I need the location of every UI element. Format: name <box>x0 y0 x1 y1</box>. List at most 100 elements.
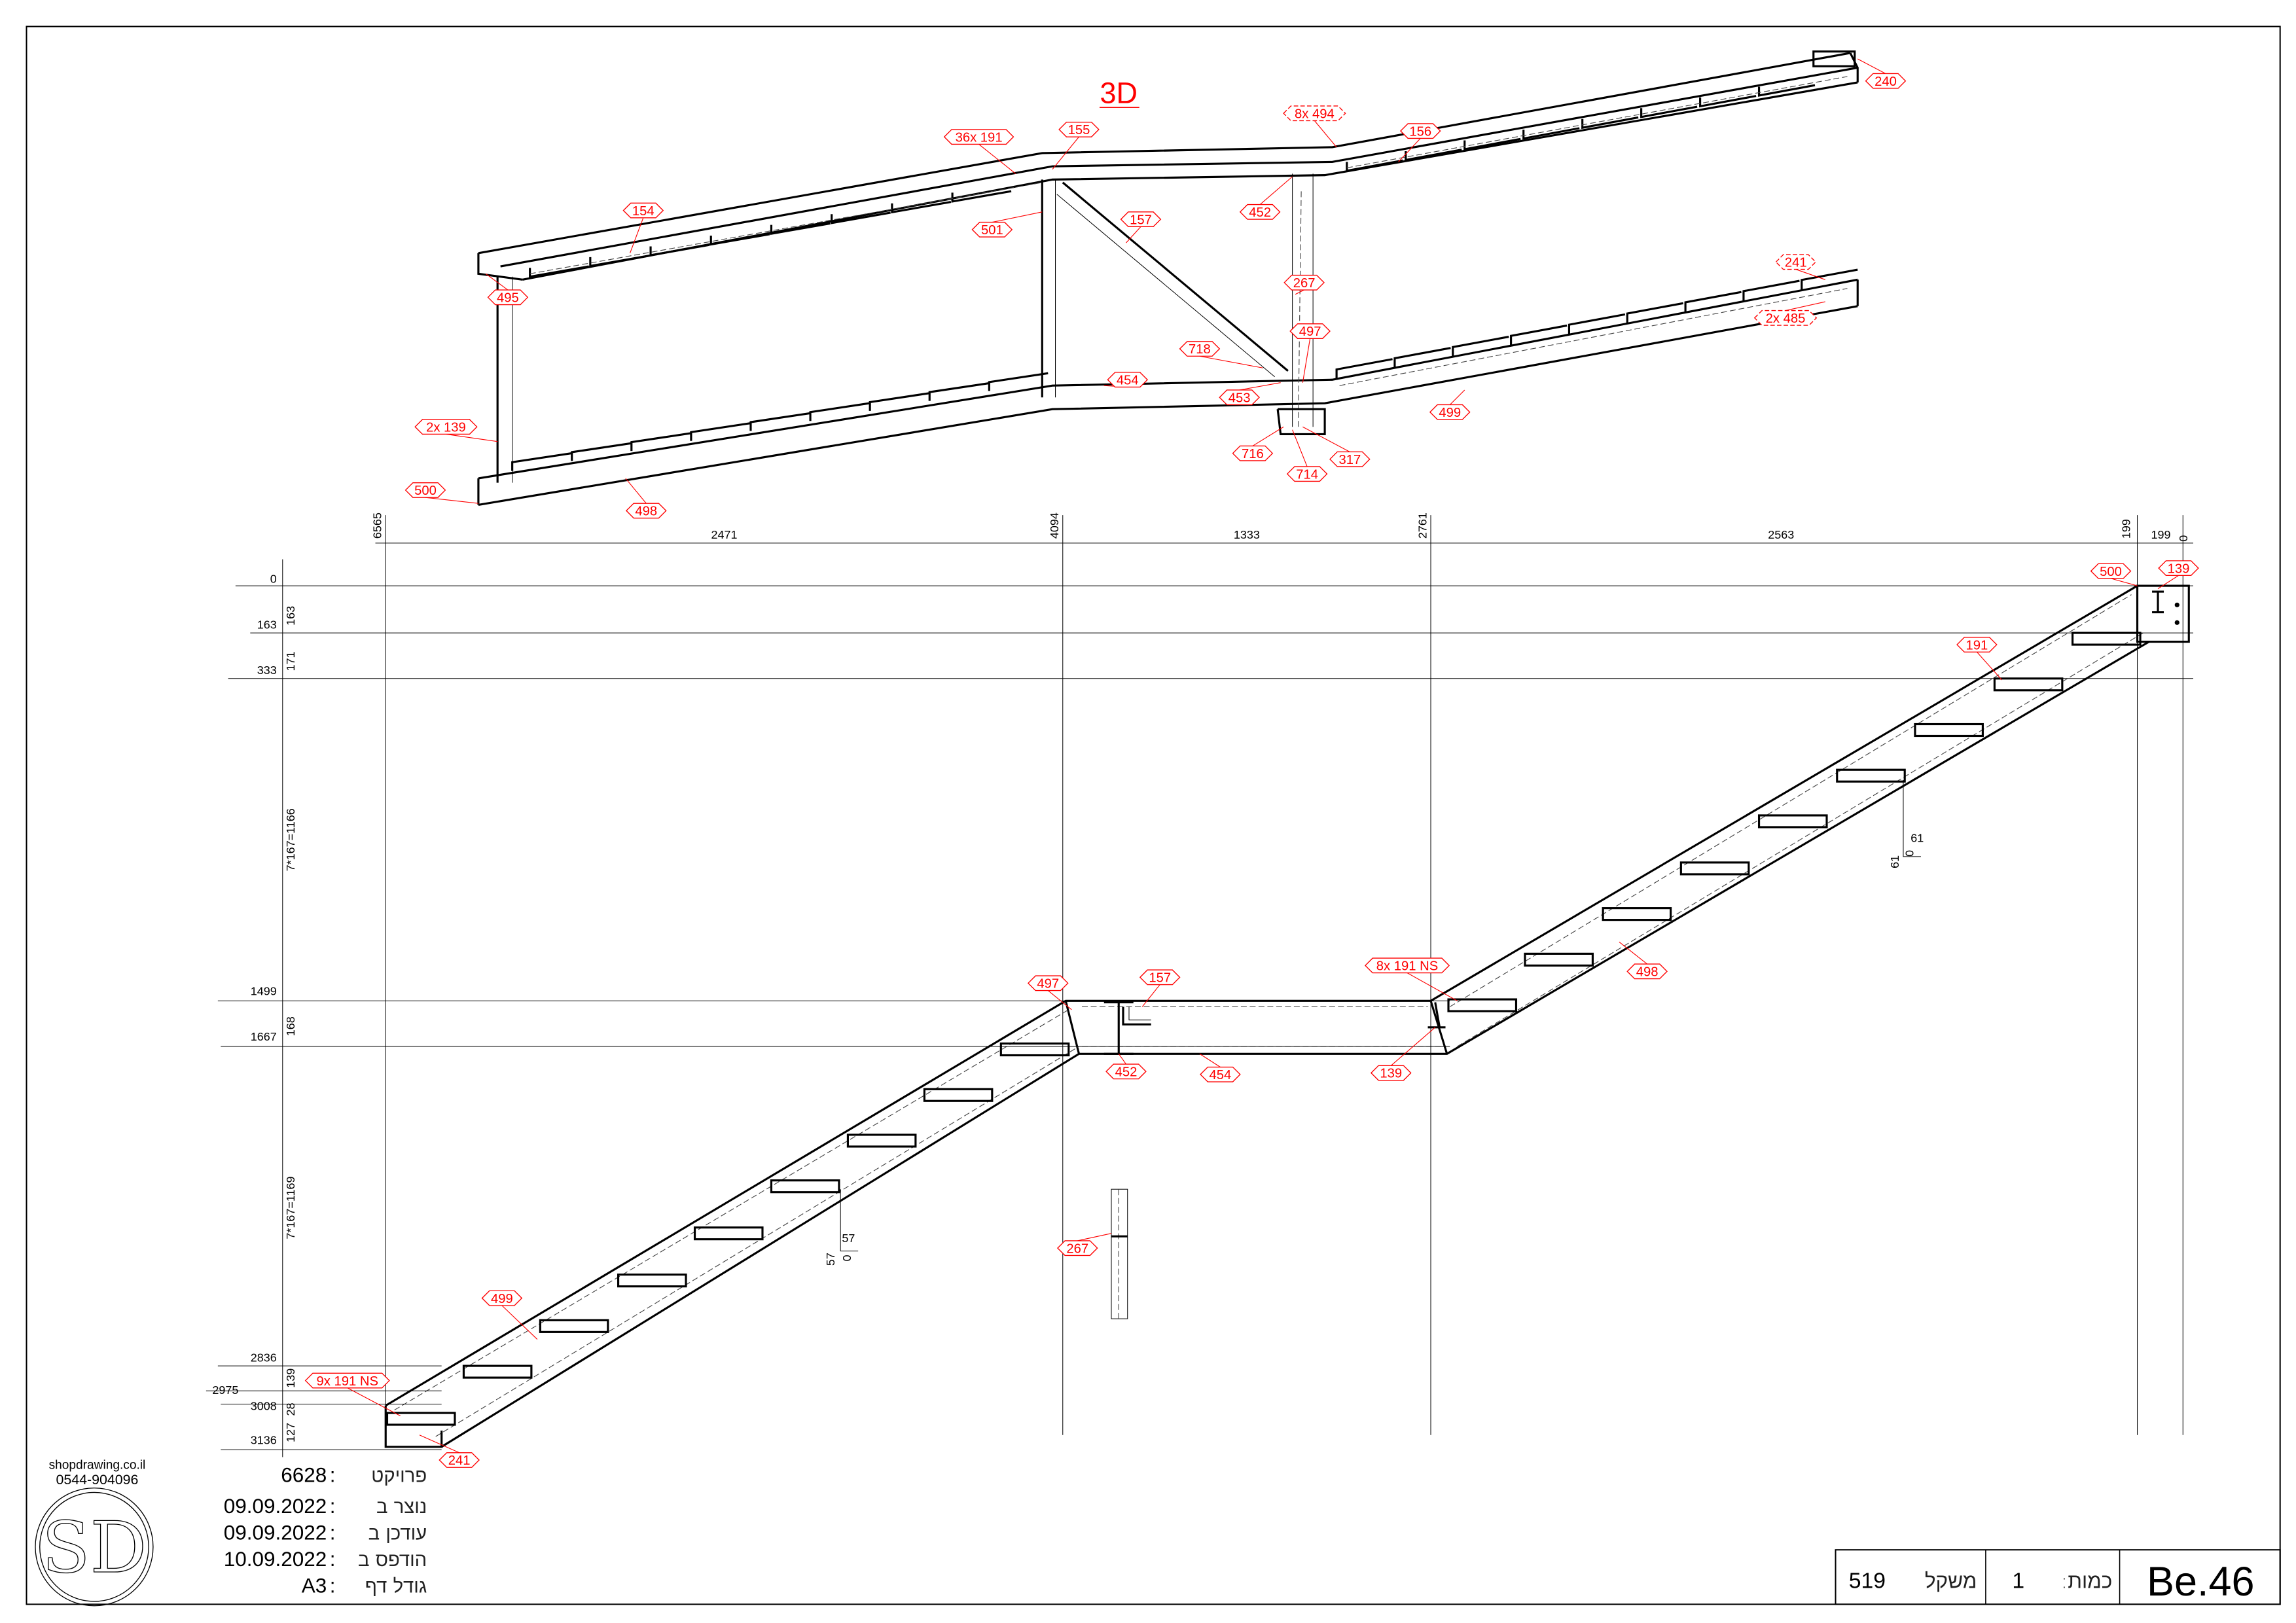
part-tag[interactable]: 454 <box>1103 372 1149 387</box>
tag-label: 2x 139 <box>426 420 466 435</box>
info-label: פרויקט <box>371 1465 427 1487</box>
leader-line <box>419 1435 459 1454</box>
tag-label: 499 <box>1439 406 1461 420</box>
detail-dim <box>1903 779 1921 857</box>
start-block <box>384 1405 443 1448</box>
info-value: 6628 <box>281 1464 327 1487</box>
tag-label: 453 <box>1229 391 1251 405</box>
tag-hexagon <box>625 503 667 519</box>
part-tag[interactable]: 501 <box>971 211 1043 238</box>
part-tag[interactable]: 241 <box>1775 254 1825 280</box>
part-tag[interactable]: 36x 191 <box>943 129 1016 174</box>
company-website[interactable]: shopdrawing.co.il <box>49 1459 146 1472</box>
tag-label: 139 <box>1380 1067 1402 1081</box>
tag-label: 498 <box>1636 965 1659 980</box>
hidden-line <box>1298 191 1302 427</box>
part-tag[interactable]: 718 <box>1179 341 1263 368</box>
dimension-label: 61 <box>1910 831 1924 844</box>
part-tag[interactable]: 139 <box>1370 1027 1436 1081</box>
leader-line <box>1449 389 1465 405</box>
part-tag[interactable]: 497 <box>1289 323 1331 383</box>
tag-label: 501 <box>981 223 1003 238</box>
tread <box>999 1042 1070 1057</box>
part-tag[interactable]: 497 <box>1027 975 1072 1010</box>
tag-hexagon <box>1329 451 1371 467</box>
tag-hexagon <box>1399 123 1441 139</box>
dimension-label: 2836 <box>251 1351 277 1364</box>
tread <box>709 233 770 246</box>
dimension-label: 168 <box>284 1016 297 1036</box>
part-tag[interactable]: 499 <box>1429 389 1471 420</box>
part-tag[interactable]: 241 <box>419 1435 480 1468</box>
tread <box>1463 137 1521 151</box>
tread <box>809 402 870 421</box>
part-tag[interactable]: 154 <box>622 202 664 254</box>
part-tag[interactable]: 240 <box>1857 58 1907 89</box>
part-tag[interactable]: 499 <box>481 1290 538 1340</box>
part-tag[interactable]: 495 <box>485 273 529 306</box>
dimension-label: 163 <box>257 618 277 631</box>
tag-hexagon <box>404 482 446 498</box>
dimension-label: 61 <box>1888 855 1901 868</box>
part-tag[interactable]: 500 <box>404 482 478 504</box>
part-tag[interactable]: 8x 494 <box>1283 105 1346 148</box>
tag-hexagon <box>304 1372 390 1389</box>
part-tag[interactable]: 155 <box>1052 121 1100 169</box>
tag-label: 191 <box>1966 638 1988 652</box>
tag-label: 157 <box>1149 971 1171 986</box>
part-tag[interactable]: 498 <box>1619 941 1668 980</box>
tread <box>617 1274 687 1288</box>
part-tag[interactable]: 191 <box>1956 637 2003 681</box>
tag-label: 155 <box>1068 123 1090 137</box>
tag-label: 8x 494 <box>1295 107 1335 121</box>
part-tag[interactable]: 453 <box>1219 382 1281 406</box>
dimension-label: 6565 <box>370 512 384 539</box>
dimension-label: 1667 <box>251 1030 277 1043</box>
section-267 <box>1111 1188 1128 1319</box>
tag-hexagon <box>1120 211 1162 228</box>
tread <box>923 1088 994 1102</box>
tread <box>1742 279 1800 302</box>
part-tag[interactable]: 452 <box>1105 1053 1147 1079</box>
leader-line <box>1619 941 1647 965</box>
post-section <box>1434 1002 1441 1028</box>
company-phone: 0544-904096 <box>56 1472 138 1488</box>
tread <box>1452 336 1509 358</box>
leader-line <box>2157 575 2179 590</box>
part-tag[interactable]: 157 <box>1139 969 1181 1007</box>
part-tag[interactable]: 139 <box>2157 560 2199 590</box>
tread <box>1405 149 1462 162</box>
part-tag[interactable]: 452 <box>1239 176 1293 220</box>
part-tag[interactable]: 498 <box>625 478 667 519</box>
tag-hexagon <box>487 289 529 306</box>
part-tag[interactable]: 156 <box>1398 123 1441 162</box>
part-tag[interactable]: 716 <box>1232 426 1284 461</box>
dimension-label: 7*167=1166 <box>284 808 297 871</box>
part-tag[interactable]: 157 <box>1120 211 1162 243</box>
part-tag[interactable]: 2x 139 <box>414 419 498 442</box>
part-tag[interactable]: 8x 191 NS <box>1364 957 1458 1001</box>
part-tag[interactable]: 2x 485 <box>1753 301 1825 326</box>
tag-hexagon <box>481 1290 523 1306</box>
tag-hexagon <box>943 129 1014 145</box>
part-tag[interactable]: 9x 191 NS <box>304 1372 401 1417</box>
dimension-label: 2563 <box>1768 528 1794 541</box>
info-value: 10.09.2022 <box>224 1548 327 1571</box>
bottom-tread <box>386 1412 456 1426</box>
part-tag[interactable]: 500 <box>2090 563 2138 586</box>
tag-label: 718 <box>1189 342 1211 357</box>
part-tag[interactable]: 454 <box>1199 1053 1241 1082</box>
part-tag[interactable]: 714 <box>1286 429 1328 482</box>
diagonal-brace <box>1062 181 1289 372</box>
tread <box>690 422 751 441</box>
part-tag[interactable]: 317 <box>1302 426 1371 467</box>
bolt-hole <box>2174 602 2179 607</box>
part-tag[interactable]: 267 <box>1283 274 1325 295</box>
tread <box>1510 324 1568 346</box>
leader-line <box>1199 355 1263 368</box>
leader-line <box>1077 1233 1112 1241</box>
tread <box>1757 814 1828 829</box>
dimension-label: 0 <box>2177 535 2190 542</box>
part-tag[interactable]: 267 <box>1056 1233 1112 1257</box>
